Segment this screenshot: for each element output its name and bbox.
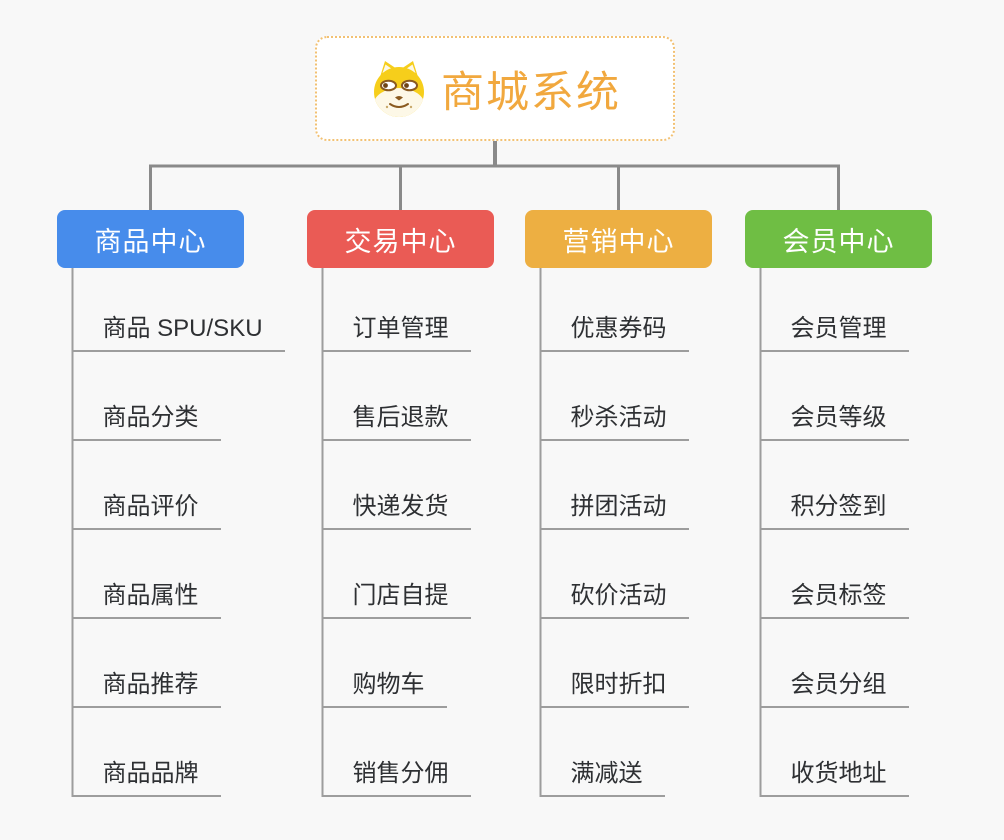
- leaf-node[interactable]: 商品推荐: [71, 664, 221, 708]
- leaf-node[interactable]: 售后退款: [321, 397, 471, 441]
- leaf-node[interactable]: 商品评价: [71, 486, 221, 530]
- branch-node-product-center[interactable]: 商品中心: [57, 210, 244, 268]
- leaf-node[interactable]: 购物车: [321, 664, 447, 708]
- leaf-node[interactable]: 收货地址: [759, 753, 909, 797]
- leaf-node[interactable]: 会员管理: [759, 308, 909, 352]
- leaf-node[interactable]: 优惠券码: [539, 308, 689, 352]
- leaf-node[interactable]: 快递发货: [321, 486, 471, 530]
- branch-node-marketing-center[interactable]: 营销中心: [525, 210, 712, 268]
- leaf-node[interactable]: 商品分类: [71, 397, 221, 441]
- leaf-node[interactable]: 限时折扣: [539, 664, 689, 708]
- leaf-node[interactable]: 砍价活动: [539, 575, 689, 619]
- leaf-node[interactable]: 会员分组: [759, 664, 909, 708]
- doge-icon: [374, 60, 424, 117]
- branch-node-member-center[interactable]: 会员中心: [745, 210, 932, 268]
- leaf-node[interactable]: 销售分佣: [321, 753, 471, 797]
- leaf-node[interactable]: 商品 SPU/SKU: [71, 308, 285, 352]
- root-title: 商城系统: [441, 68, 621, 117]
- leaf-node[interactable]: 会员等级: [759, 397, 909, 441]
- leaf-node[interactable]: 商品属性: [71, 575, 221, 619]
- leaf-node[interactable]: 商品品牌: [71, 753, 221, 797]
- leaf-node[interactable]: 会员标签: [759, 575, 909, 619]
- leaf-node[interactable]: 门店自提: [321, 575, 471, 619]
- root-node[interactable]: 商城系统: [315, 36, 675, 141]
- leaf-node[interactable]: 拼团活动: [539, 486, 689, 530]
- leaf-node[interactable]: 积分签到: [759, 486, 909, 530]
- leaf-node[interactable]: 订单管理: [321, 308, 471, 352]
- leaf-node[interactable]: 秒杀活动: [539, 397, 689, 441]
- leaf-node[interactable]: 满减送: [539, 753, 665, 797]
- branch-node-trade-center[interactable]: 交易中心: [307, 210, 494, 268]
